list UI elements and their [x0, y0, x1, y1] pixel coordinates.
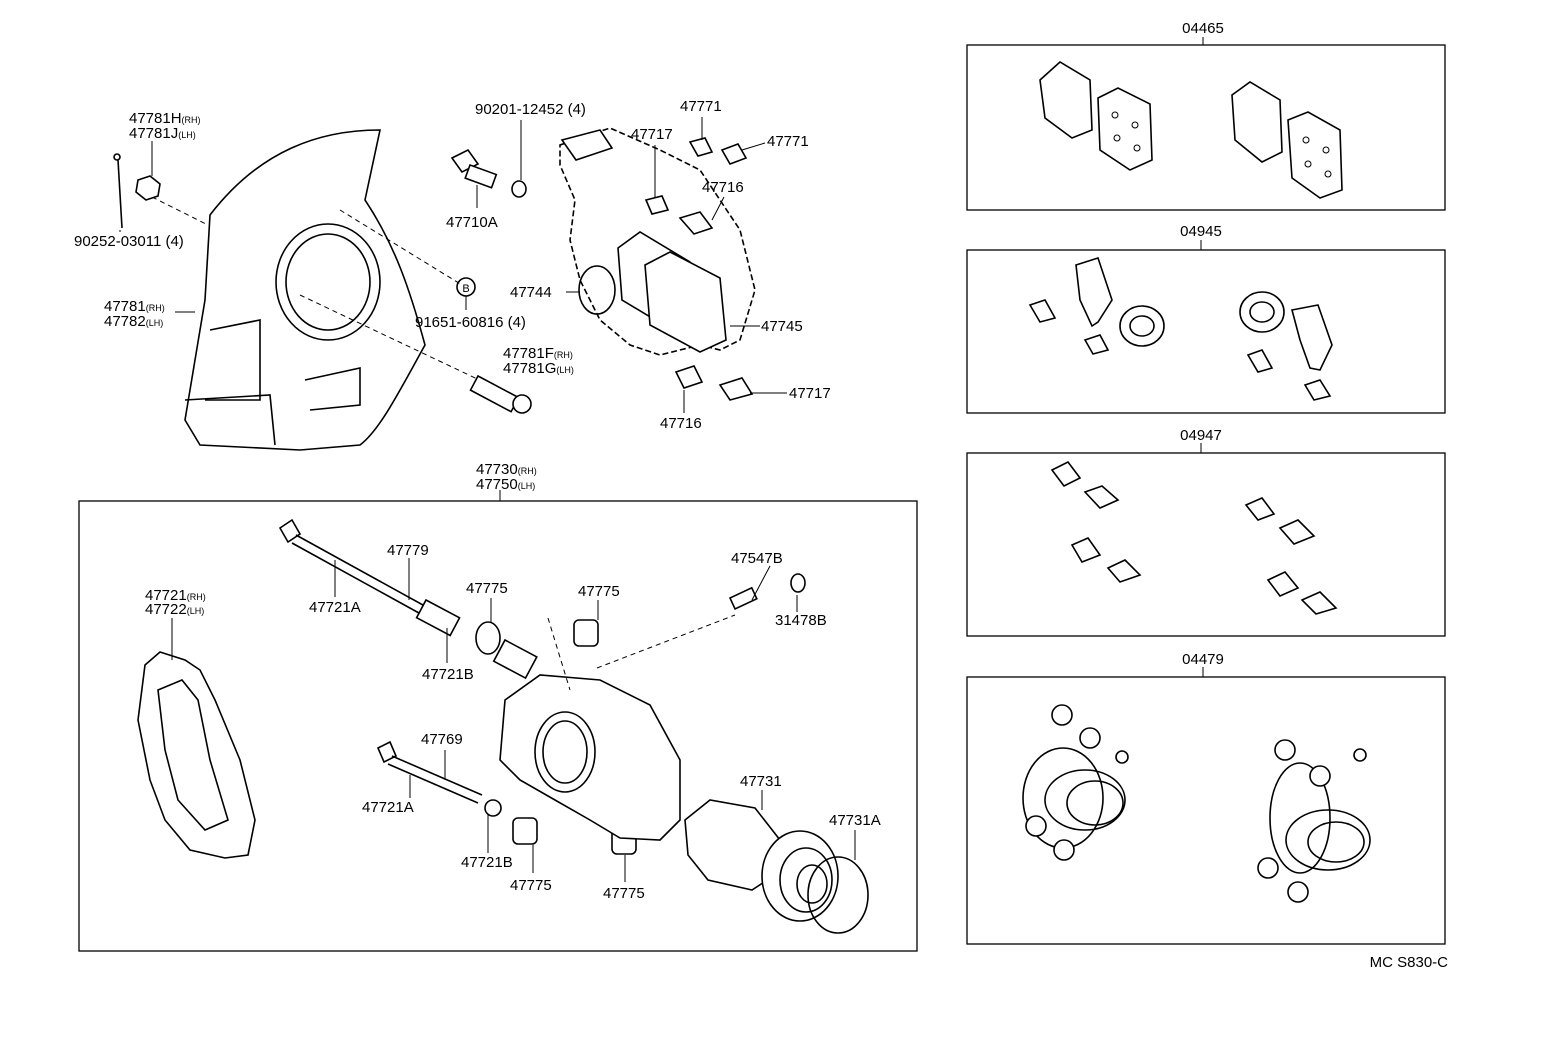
callout-47547B: 47547B: [731, 550, 783, 567]
piston-seal-boot-illustration: [761, 830, 869, 934]
callout-47716: 47716: [660, 415, 702, 432]
callout-47775: 47775: [510, 877, 552, 894]
callout-47716: 47716: [702, 179, 744, 196]
slide-bushing-illustration: [415, 598, 538, 680]
callout-47731A: 47731A: [829, 812, 881, 829]
short-slide-pin-illustration: [376, 740, 502, 817]
callout-91651-60816: 91651-60816 (4): [415, 314, 526, 331]
pad-wear-indicator-ring: [578, 265, 616, 315]
mounting-bolt-illustration: [469, 374, 532, 414]
callout-47775: 47775: [603, 885, 645, 902]
callout-47775: 47775: [578, 583, 620, 600]
callout-31478B: 31478B: [775, 612, 827, 629]
callout-47771: 47771: [680, 98, 722, 115]
callout-47721A: 47721A: [309, 599, 361, 616]
washer-illustration: [511, 180, 527, 198]
callout-47717: 47717: [631, 126, 673, 143]
brake-pad-set-illustration: [1039, 61, 1343, 199]
anti-squeal-shim-kit-illustration: [1028, 256, 1333, 401]
cotter-pin-illustration: [113, 153, 123, 229]
callout-47779: 47779: [387, 542, 429, 559]
callout-47782: 47782(LH): [104, 313, 163, 330]
nut-cap-illustration: [135, 175, 161, 201]
kit-part-number: 04947: [1180, 427, 1222, 444]
kit-box-04945: 04945: [966, 223, 1446, 414]
callout-90252-03011: 90252-03011 (4): [74, 233, 184, 250]
bleeder-plug-illustration: [728, 573, 806, 610]
caliper-assembly-box: [78, 500, 918, 952]
callout-47781J: 47781J(LH): [129, 125, 196, 142]
callout-47771: 47771: [767, 133, 809, 150]
callout-47745: 47745: [761, 318, 803, 335]
callout-47775: 47775: [466, 580, 508, 597]
disc-brake-dust-cover-illustration: [184, 129, 426, 451]
callout-47721B: 47721B: [461, 854, 513, 871]
disc-brake-pad-illustration: [617, 231, 727, 353]
pad-clips-illustration: [644, 137, 754, 401]
kit-part-number: 04479: [1182, 651, 1224, 668]
callout-47721B: 47721B: [422, 666, 474, 683]
cylinder-body-illustration: [499, 674, 681, 841]
callout-47730: 47730(RH): [476, 461, 537, 478]
callout-47731: 47731: [740, 773, 782, 790]
callout-47721A: 47721A: [362, 799, 414, 816]
callout-47781: 47781(RH): [104, 298, 165, 315]
pad-support-plate-kit-illustration: [1050, 460, 1338, 615]
cylinder-kit-illustration: [1022, 704, 1371, 903]
kit-box-04465: 04465: [966, 20, 1446, 211]
kit-box-04947: 04947: [966, 427, 1446, 637]
leader-lines: [119, 117, 856, 882]
kit-part-number: 04465: [1182, 20, 1224, 37]
mark-b-letter: B: [462, 283, 469, 295]
callout-47744: 47744: [510, 284, 552, 301]
callout-47769: 47769: [421, 731, 463, 748]
callout-47722: 47722(LH): [145, 601, 204, 618]
callout-47781H: 47781H(RH): [129, 110, 201, 127]
callout-47781G: 47781G(LH): [503, 360, 574, 377]
kit-box-04479: 04479: [966, 651, 1446, 945]
kit-part-number: 04945: [1180, 223, 1222, 240]
diagram-code: MC S830-C: [1370, 954, 1449, 971]
callout-47710A: 47710A: [446, 214, 498, 231]
callout-47717: 47717: [789, 385, 831, 402]
hex-bolt-47710A-illustration: [450, 148, 498, 189]
callout-47750: 47750(LH): [476, 476, 535, 493]
disc-brake-cylinder-mounting-illustration: [137, 651, 256, 859]
callout-90201-12452: 90201-12452 (4): [475, 101, 586, 118]
callout-47781F: 47781F(RH): [503, 345, 573, 362]
callout-47721: 47721(RH): [145, 587, 206, 604]
